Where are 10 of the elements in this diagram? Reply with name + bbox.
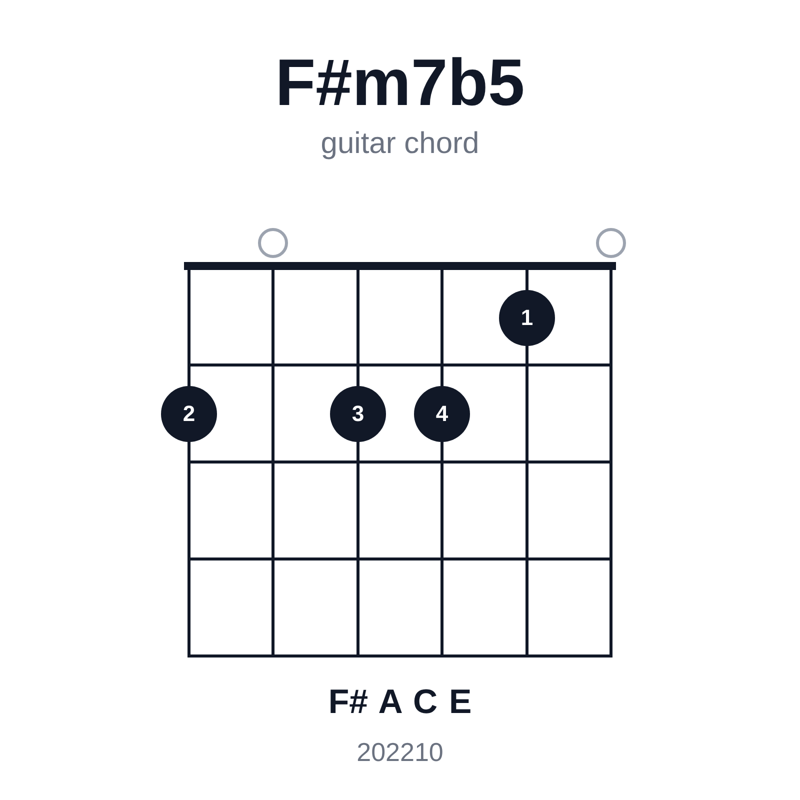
open-string-marker [596,228,626,258]
finger-dot: 1 [499,290,555,346]
finger-dot: 3 [330,386,386,442]
chord-name: F#m7b5 [274,44,526,121]
finger-dot: 4 [414,386,470,442]
chord-notes: F# A C E [327,682,473,722]
fret-code: 202210 [356,736,444,768]
subtitle: guitar chord [320,126,480,162]
finger-dot: 2 [161,386,217,442]
open-string-marker [258,228,288,258]
